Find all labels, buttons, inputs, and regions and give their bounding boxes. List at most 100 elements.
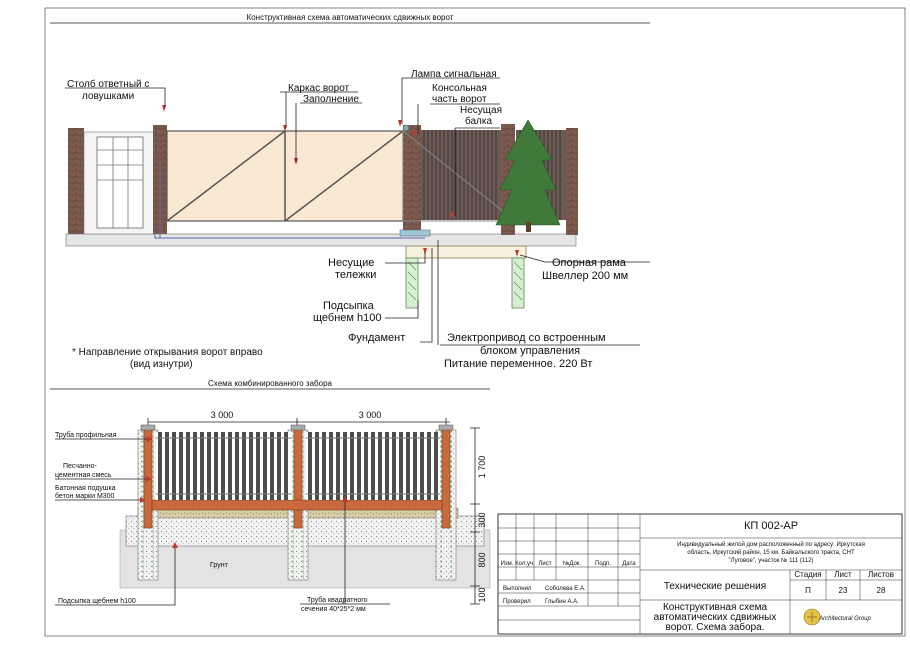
- stamp-header-list: Лист: [538, 561, 551, 567]
- leader-square-pipe: [300, 502, 390, 605]
- leader-beam: [454, 127, 500, 216]
- label-lamp: Лампа сигнальная: [411, 69, 497, 80]
- direction-note-line2: (вид изнутри): [130, 359, 193, 370]
- company-logo-icon: [803, 608, 821, 626]
- label-carts-line1: Несущие: [328, 257, 374, 269]
- label-support-line1: Опорная рама: [552, 257, 627, 269]
- dim-height-300: 300: [477, 512, 487, 527]
- label-console-line2: часть ворот: [432, 94, 487, 105]
- stamp-drawing-line1: Конструктивная схема: [663, 602, 768, 613]
- label-mix-line1: Песчанно-: [63, 463, 98, 470]
- fence-scheme-title: Схема комбинированного забора: [208, 379, 333, 388]
- gate-scheme-title: Конструктивная схема автоматических сдви…: [247, 13, 454, 22]
- label-beam-line1: Несущая: [460, 105, 502, 116]
- label-square-pipe-line1: Труба квадратного: [307, 596, 368, 604]
- dim-lines-right: [470, 427, 480, 605]
- leader-fill: [295, 102, 362, 162]
- label-post-line1: Столб ответный с: [67, 78, 149, 90]
- leader-gravel-fence: [55, 548, 176, 606]
- stamp-header-koluch: Кол.уч.: [515, 561, 535, 567]
- label-drive-line3: Питание переменное. 220 Вт: [444, 358, 592, 370]
- label-pad-line2: бетон марки М300: [55, 492, 115, 500]
- label-drive-line1: Электропривод со встроенным: [447, 332, 606, 344]
- label-soil: Грунт: [210, 562, 229, 569]
- stamp-sheet-header: Лист: [834, 570, 852, 579]
- dim-lines-top: [147, 418, 450, 428]
- label-gravel-line1: Подсыпка: [323, 300, 375, 312]
- company-logo-text: Architectural Group: [818, 616, 871, 622]
- stamp-section: Технические решения: [664, 581, 766, 592]
- brick-post-left: [68, 128, 84, 234]
- stamp-project-line1: Индивидуальный жилой дом расположенный п…: [677, 541, 865, 548]
- stamp-sheets-header: Листов: [868, 570, 894, 579]
- stamp-project-line2: область, Иркутский район, 15 км. Байкаль…: [687, 549, 855, 556]
- label-gravel-fence: Подсыпка щебнем h100: [58, 597, 136, 605]
- carts: [399, 229, 431, 237]
- plinth-beam: [151, 499, 443, 511]
- dim-height-800: 800: [477, 552, 487, 567]
- label-beam-line2: балка: [465, 115, 492, 127]
- arrow-pad: [140, 497, 146, 503]
- stamp-header-date: Дата: [622, 561, 636, 567]
- stamp-code: КП 002-АР: [744, 520, 798, 532]
- label-fill: Заполнение: [303, 94, 359, 105]
- cable-line: [154, 165, 425, 239]
- label-support-line2: Швеллер 200 мм: [542, 270, 628, 282]
- leader-gravel: [385, 300, 419, 319]
- gate-frame-bracing: [166, 130, 404, 222]
- spruce-tree-icon: [495, 119, 561, 232]
- signal-lamp-icon: [402, 124, 410, 132]
- dim-height-1700: 1 700: [477, 456, 487, 479]
- console-frame: [402, 130, 521, 226]
- stamp-header-sign: Подп.: [595, 561, 611, 567]
- stamp-project-line3: "Луговое", участок № 111 (112): [728, 557, 813, 564]
- stamp-name-2: Глыбин А.А.: [545, 599, 579, 605]
- leader-support: [519, 254, 650, 263]
- label-mix-line2: цементная смесь: [55, 472, 112, 479]
- brick-post-right: [403, 125, 421, 235]
- stamp-role-2: Проверил: [503, 599, 531, 605]
- dim-height-100: 100: [477, 587, 487, 602]
- leader-carts: [385, 252, 426, 264]
- arrow-gravel: [172, 542, 178, 548]
- stamp-header-izm: Изм.: [501, 561, 514, 567]
- foundation: [405, 245, 527, 309]
- direction-note-line1: * Направление открывания ворот вправо: [72, 347, 263, 358]
- arrow-pipe: [147, 436, 153, 442]
- label-foundation: Фундамент: [348, 332, 405, 344]
- label-gravel-line2: щебнем h100: [313, 312, 382, 324]
- stamp-sheets: 28: [877, 586, 886, 595]
- leader-drive: [437, 240, 640, 346]
- dim-span-1: 3 000: [211, 410, 234, 420]
- leader-foundation: [420, 248, 433, 343]
- arrow-square-pipe: [342, 496, 348, 502]
- leader-frame: [280, 91, 358, 128]
- dim-span-2: 3 000: [359, 410, 382, 420]
- stamp-drawing-line3: ворот. Схема забора.: [666, 621, 765, 633]
- stamp-stage: П: [805, 586, 811, 595]
- wicket-grid: [97, 137, 143, 228]
- label-drive-line2: блоком управления: [480, 345, 580, 357]
- arrow-mix: [146, 476, 152, 482]
- label-square-pipe-line2: сечения 40*25*2 мм: [301, 606, 366, 613]
- stamp-sheet: 23: [839, 586, 848, 595]
- wicket-door: [96, 136, 144, 229]
- sheet-border: [44, 7, 906, 637]
- label-console-line1: Консольная: [432, 83, 487, 94]
- leader-console: [417, 103, 500, 134]
- label-frame: Каркас ворот: [288, 83, 350, 94]
- leader-lamp: [401, 77, 500, 124]
- title-block: [497, 513, 903, 635]
- label-pad-line1: Батонная подушка: [55, 485, 116, 492]
- label-pipe: Труба профильная: [55, 431, 117, 439]
- stamp-drawing-line2: автоматических сдвижных: [654, 612, 777, 623]
- stamp-stage-header: Стадия: [794, 570, 821, 579]
- leader-post: [65, 87, 166, 108]
- label-carts-line2: тележки: [335, 269, 376, 281]
- label-post-line2: ловушками: [82, 91, 134, 102]
- stamp-header-doc: №Док.: [563, 560, 582, 567]
- fence-pickets: [156, 432, 440, 500]
- stamp-role-1: Выполнил: [503, 586, 532, 592]
